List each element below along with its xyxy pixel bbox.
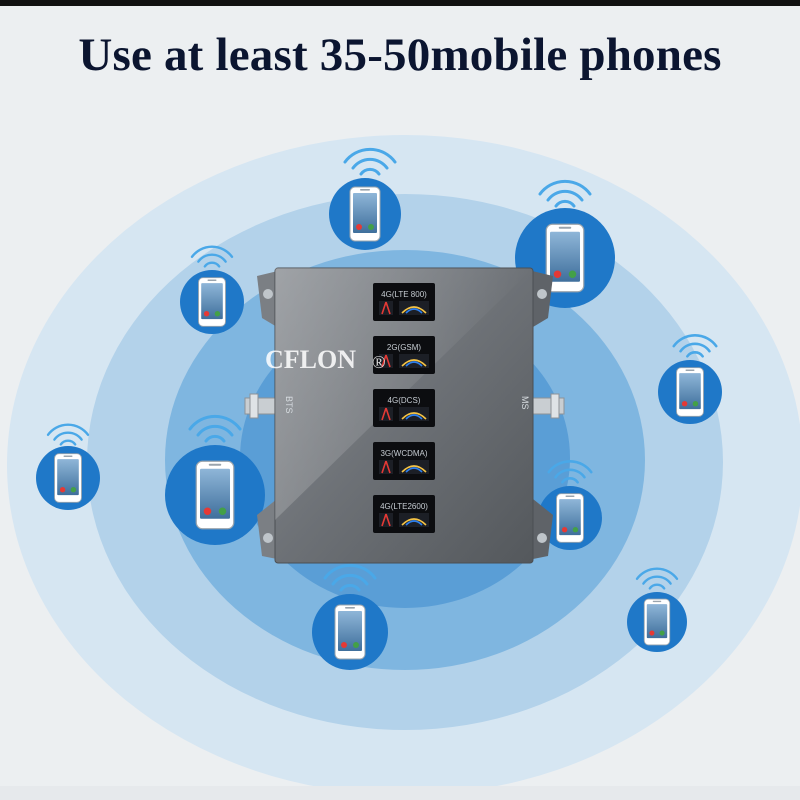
port-label-bts: BTS [284, 396, 294, 414]
smartphone-icon [676, 367, 704, 417]
signal-booster-device: 4G(LTE 800) 2G(GSM) 4G(DCS) 3G(WCDMA) 4G… [244, 267, 565, 564]
port-label-ms: MS [520, 396, 530, 410]
phone-badge-4 [658, 334, 722, 424]
top-border [0, 0, 800, 6]
band-label-5: 4G(LTE2600) [380, 502, 428, 511]
phone-badge-1 [329, 147, 401, 250]
smartphone-icon [195, 460, 235, 530]
smartphone-icon [54, 453, 82, 503]
ms-connector [531, 393, 565, 419]
phone-badge-8 [312, 563, 388, 670]
band-label-2: 2G(GSM) [387, 343, 422, 352]
band-label-4: 3G(WCDMA) [380, 449, 427, 458]
phone-badge-3 [180, 245, 244, 334]
band-display-3 [373, 389, 435, 427]
phone-badge-9 [627, 567, 687, 652]
phone-badge-6 [165, 414, 265, 545]
headline: Use at least 35-50mobile phones [78, 29, 722, 81]
smartphone-icon [334, 604, 366, 660]
band-display-2 [373, 336, 435, 374]
bottom-strip [0, 786, 800, 800]
bts-connector [244, 393, 278, 419]
brand-watermark: CFLON [265, 345, 356, 374]
band-display-5 [373, 495, 435, 533]
smartphone-icon [198, 277, 226, 327]
phone-badge-5 [36, 423, 100, 510]
smartphone-icon [349, 186, 381, 242]
band-label-1: 4G(LTE 800) [381, 290, 427, 299]
phone-badge-7 [538, 460, 602, 550]
brand-registered-mark: ® [372, 352, 386, 372]
band-display-1 [373, 283, 435, 321]
band-label-3: 4G(DCS) [388, 396, 421, 405]
smartphone-icon [643, 598, 671, 646]
smartphone-icon [556, 493, 584, 543]
band-display-4 [373, 442, 435, 480]
